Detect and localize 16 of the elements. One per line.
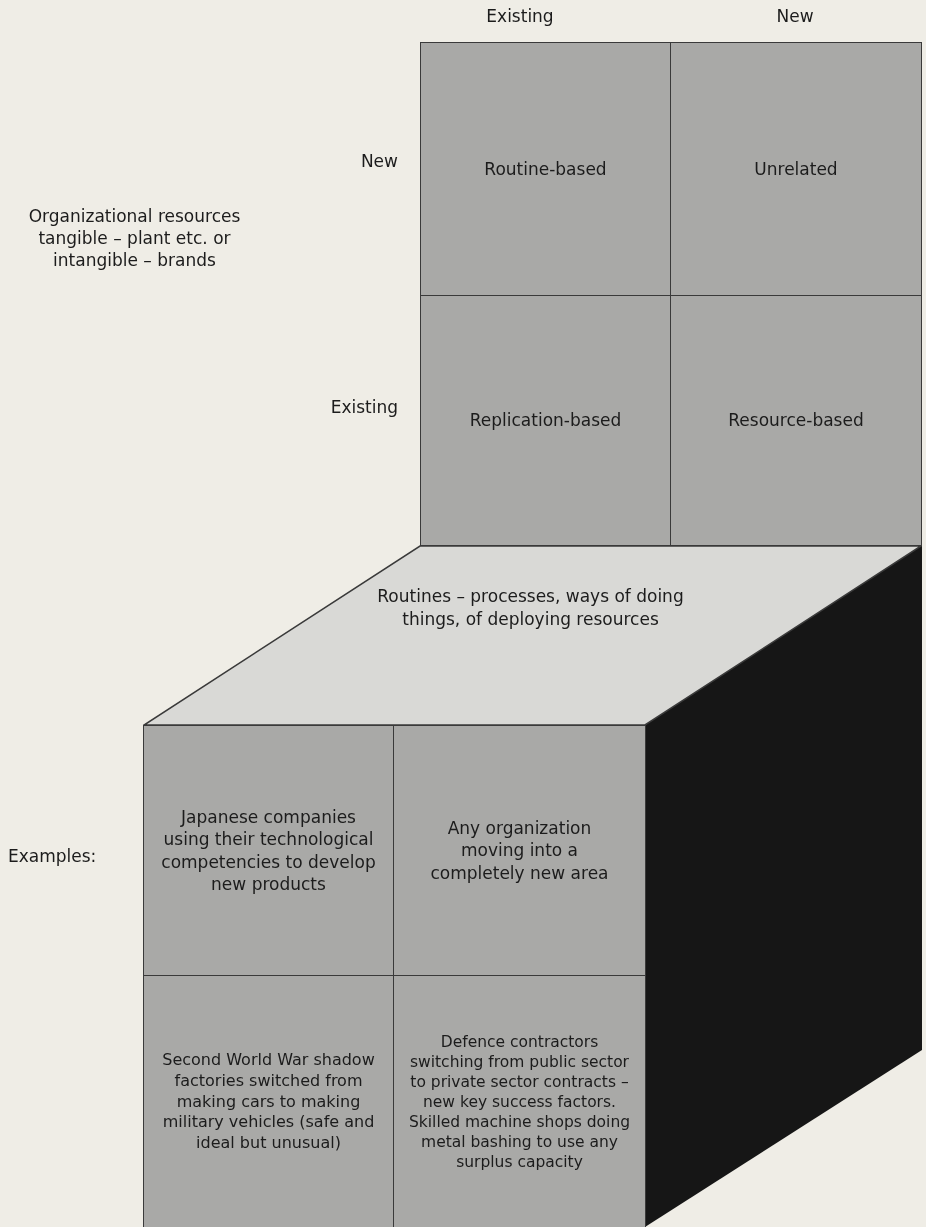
axis-label: New xyxy=(359,150,398,173)
matrix-cell: Unrelated xyxy=(670,42,922,296)
matrix-cell: Resource-based xyxy=(670,295,922,546)
axis-label: Existing xyxy=(485,5,555,28)
matrix-cell: Replication-based xyxy=(420,295,671,546)
cube-top-face xyxy=(143,545,922,726)
axis-label: Organizational resources tangible – plant etc. or intangible – brands xyxy=(27,205,242,272)
axis-label: Examples: xyxy=(8,845,98,868)
matrix-cell: Second World War shadow factories switched from making cars to making military vehicles (safe and ideal but unusual) xyxy=(143,975,394,1227)
face-text: Routines – processes, ways of doing things, of deploying resources xyxy=(376,585,685,631)
matrix-cell: Any organization moving into a completely new area xyxy=(393,725,646,976)
axis-label: New xyxy=(775,5,815,28)
matrix-cell: Defence contractors switching from public sector to private sector contracts – new key success factors. Skilled machine shops doing metal bashing to use any surplus capacity xyxy=(393,975,646,1227)
matrix-cell: Japanese companies using their technological competencies to develop new products xyxy=(143,725,394,976)
matrix-cell: Routine-based xyxy=(420,42,671,296)
axis-label: Existing xyxy=(329,396,398,419)
